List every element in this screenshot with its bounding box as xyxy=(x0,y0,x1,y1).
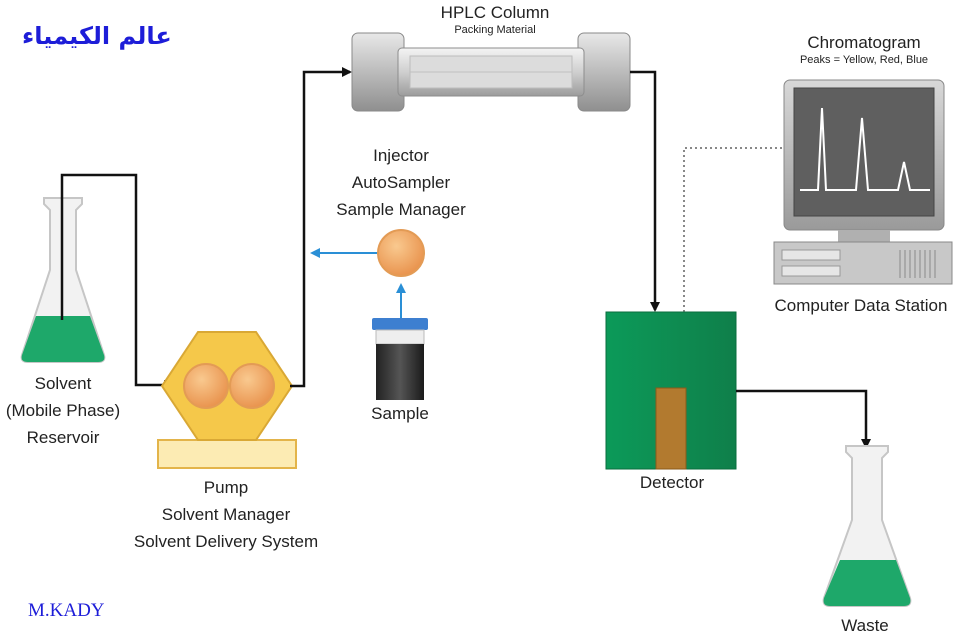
solvent-label: Solvent (Mobile Phase) Reservoir xyxy=(0,370,126,451)
pump-unit xyxy=(157,331,297,469)
sample-vial xyxy=(372,318,428,400)
solvent-label-line-1: Solvent xyxy=(34,374,92,393)
signal-cable xyxy=(683,147,790,312)
chromatogram-title: Chromatogram xyxy=(807,33,921,52)
author-signature: M.KADY xyxy=(28,600,105,621)
pump-label: Pump Solvent Manager Solvent Delivery Sy… xyxy=(116,474,336,555)
computer-label: Computer Data Station xyxy=(774,296,948,315)
computer-case xyxy=(773,241,953,285)
solvent-label-line-3: Reservoir xyxy=(26,428,100,447)
detector-unit xyxy=(605,311,737,470)
pump-label-line-3: Solvent Delivery System xyxy=(133,532,319,551)
waste-label: Waste xyxy=(841,616,889,635)
brand-title: عالم الكيمياء xyxy=(22,22,172,50)
hplc-column xyxy=(351,32,631,112)
detector-label: Detector xyxy=(639,473,705,492)
pump-label-line-2: Solvent Manager xyxy=(161,505,291,524)
chromatogram-label: Chromatogram Peaks = Yellow, Red, Blue xyxy=(774,32,954,67)
injector-label-line-3: Sample Manager xyxy=(336,200,466,219)
pump-label-line-1: Pump xyxy=(203,478,249,497)
injector-label-line-1: Injector xyxy=(373,146,429,165)
injector-label-line-2: AutoSampler xyxy=(351,173,451,192)
tube-detector-to-waste xyxy=(736,389,871,449)
column-subtitle: Packing Material xyxy=(454,24,536,36)
tube-column-to-detector xyxy=(630,70,660,312)
chromatogram-trace xyxy=(800,107,930,191)
tube-pump-to-column xyxy=(290,67,352,388)
computer-monitor xyxy=(783,79,945,242)
chromatogram-subtitle: Peaks = Yellow, Red, Blue xyxy=(799,54,929,66)
injector-label: Injector AutoSampler Sample Manager xyxy=(318,142,484,223)
column-label: HPLC Column Packing Material xyxy=(400,2,590,37)
solvent-label-line-2: (Mobile Phase) xyxy=(5,401,121,420)
injector-unit xyxy=(310,229,425,318)
waste-flask xyxy=(822,445,912,607)
tube-solvent-to-pump xyxy=(60,173,174,390)
column-title: HPLC Column xyxy=(440,3,550,22)
sample-label: Sample xyxy=(371,404,429,423)
